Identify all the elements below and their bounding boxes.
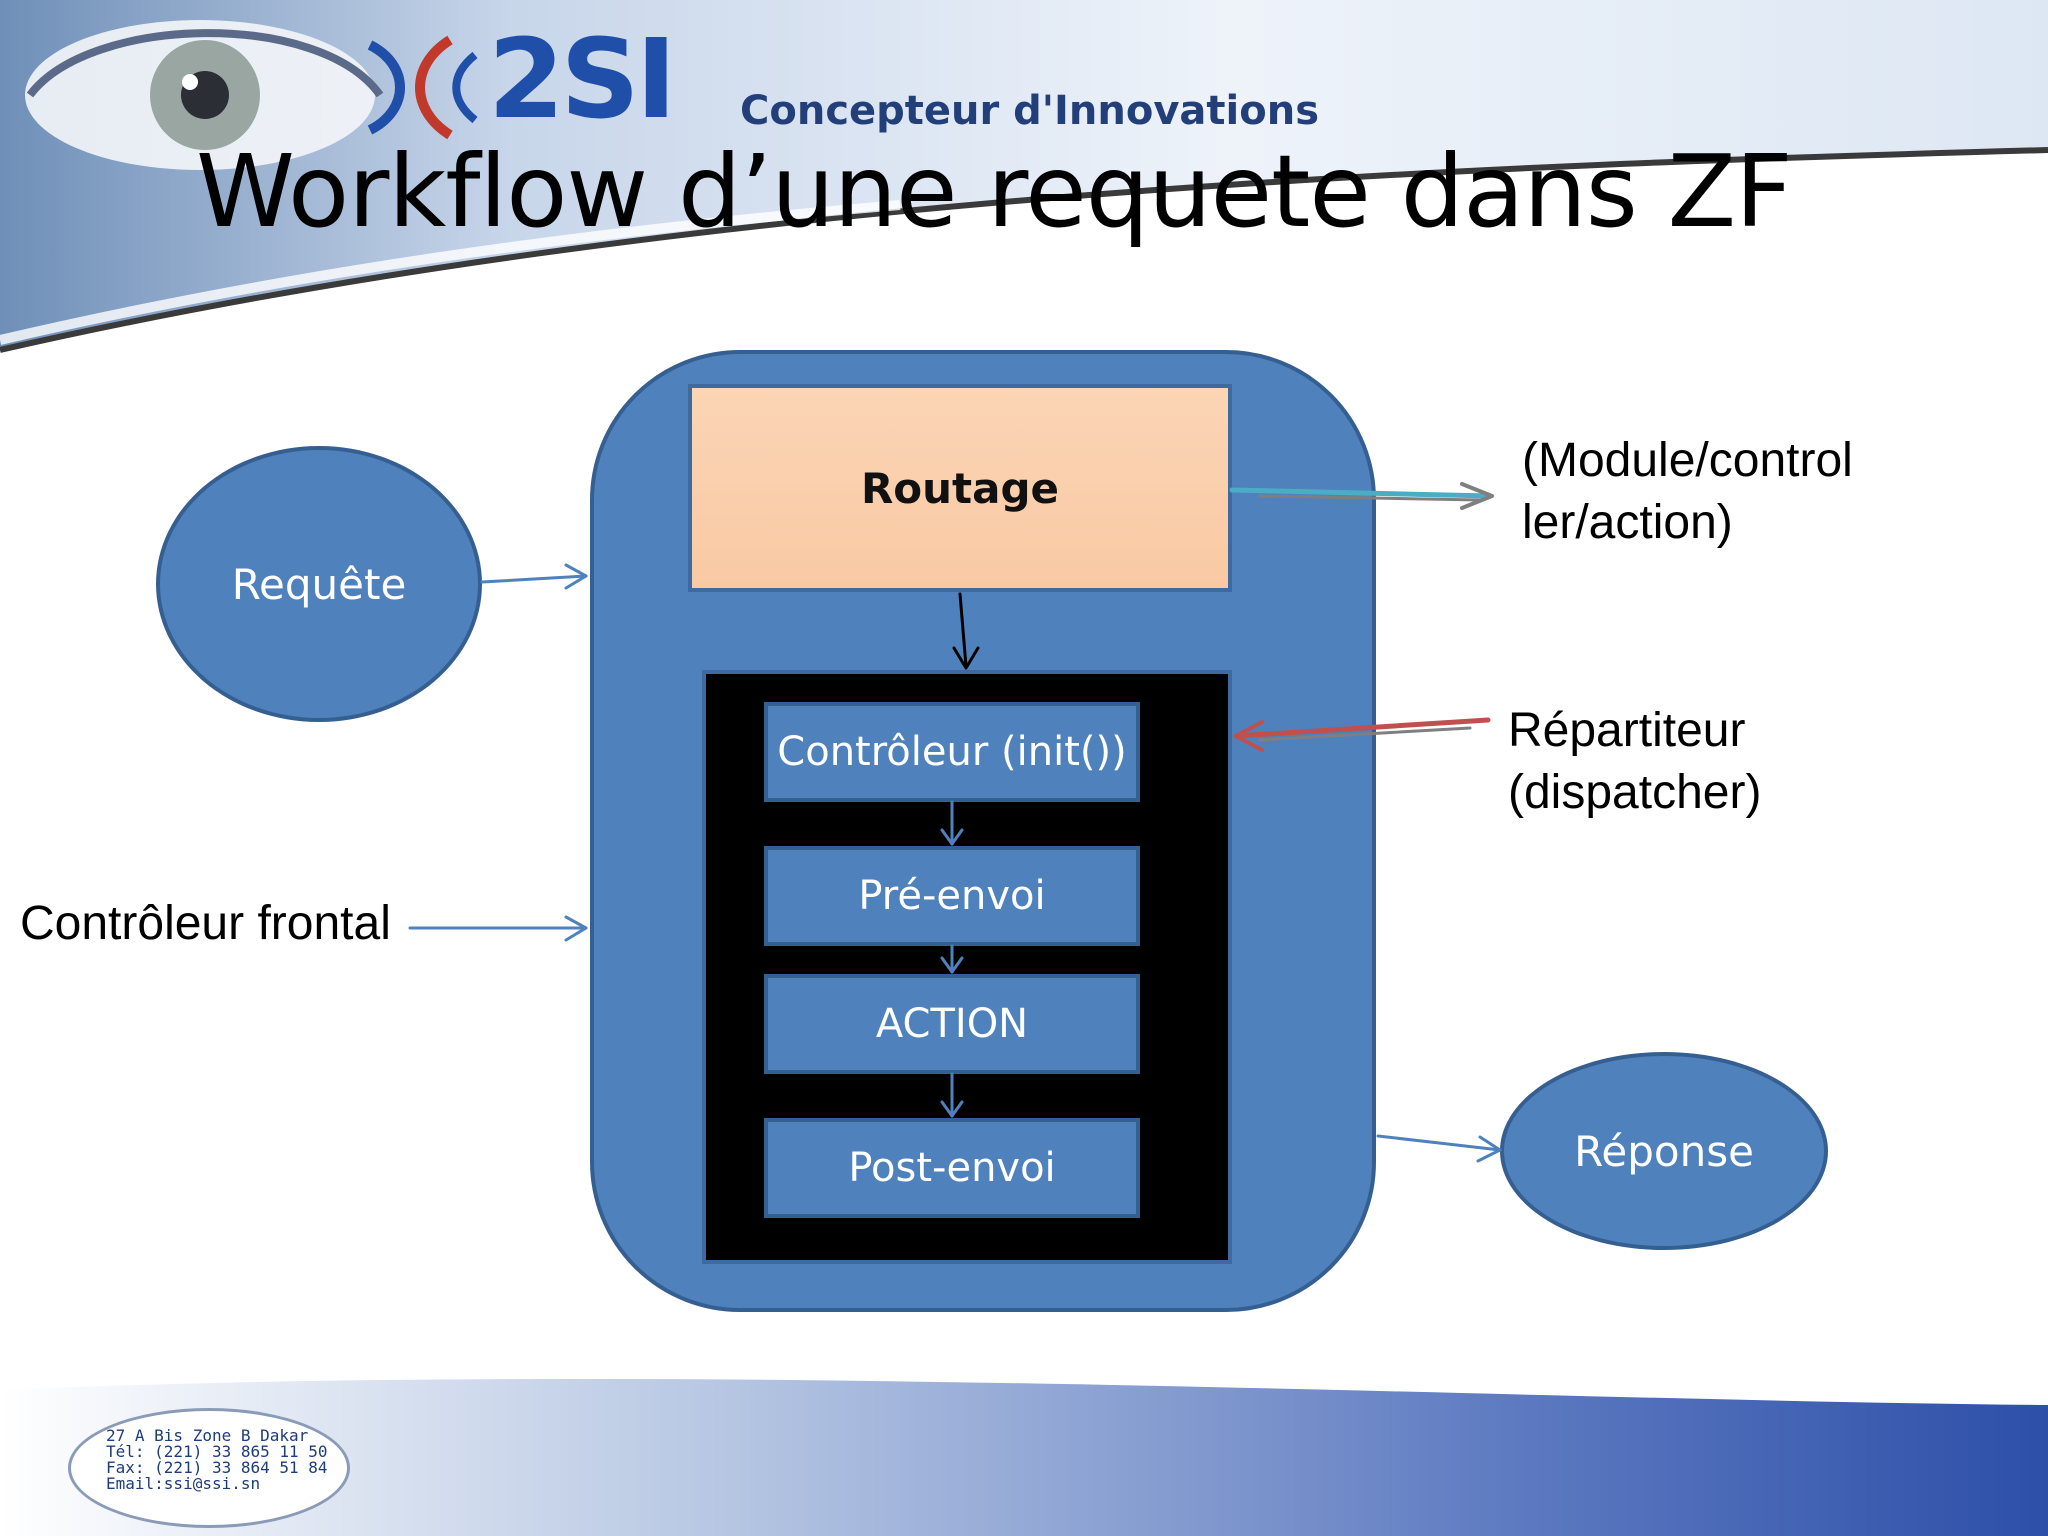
- logo-text: 2SI: [488, 15, 677, 143]
- fax-line: Fax: (221) 33 864 51 84: [106, 1458, 328, 1477]
- phone-line: Tél: (221) 33 865 11 50: [106, 1442, 328, 1461]
- tagline: Concepteur d'Innovations: [740, 88, 1320, 134]
- front-controller-label: Contrôleur frontal: [20, 897, 391, 950]
- request-ellipse: Requête: [156, 446, 482, 722]
- step-post-dispatch: Post-envoi: [764, 1118, 1140, 1218]
- footer-background: [0, 1378, 2048, 1536]
- arrow-request-in: [480, 574, 588, 584]
- routing-box: Routage: [688, 384, 1232, 592]
- arrow-response: [1376, 1134, 1502, 1152]
- step-controller-init: Contrôleur (init()): [764, 702, 1140, 802]
- arrow-front-controller-head: [564, 915, 588, 942]
- arrow-routing-out-head: [1460, 482, 1494, 510]
- address-line: 27 A Bis Zone B Dakar: [106, 1426, 309, 1445]
- address-badge: [68, 1408, 350, 1528]
- step-pre-dispatch: Pré-envoi: [764, 846, 1140, 946]
- response-ellipse: Réponse: [1500, 1052, 1828, 1250]
- brand-logo-icon: [367, 35, 478, 140]
- header-background: [0, 0, 2048, 353]
- arrow-response-head: [1476, 1135, 1502, 1163]
- arrow-request-in-head: [564, 563, 588, 590]
- dispatcher-label: Répartiteur (dispatcher): [1508, 704, 1762, 819]
- slide-title: Workflow d’une requete dans ZF: [196, 133, 1793, 250]
- routing-output-label: (Module/control ler/action): [1522, 434, 1853, 549]
- step-action: ACTION: [764, 974, 1140, 1074]
- email-line: Email:ssi@ssi.sn: [106, 1474, 261, 1493]
